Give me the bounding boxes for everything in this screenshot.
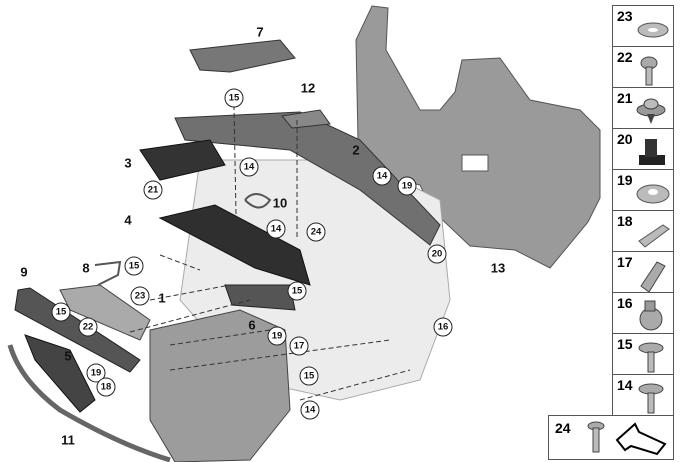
part-1-lower-panel bbox=[149, 309, 291, 462]
part-11-strip bbox=[7, 344, 171, 462]
screw-icon bbox=[587, 421, 605, 453]
circled-callout: 19 bbox=[267, 326, 287, 346]
callout-3: 3 bbox=[124, 155, 132, 171]
legend-number: 15 bbox=[617, 336, 633, 352]
callout-9: 9 bbox=[20, 264, 28, 280]
legend-box-21: 21 bbox=[612, 87, 674, 129]
legend-box-16: 16 bbox=[612, 292, 674, 334]
part-6 bbox=[224, 284, 296, 311]
part-4 bbox=[158, 204, 311, 286]
legend-number: 18 bbox=[617, 213, 633, 229]
circled-callout: 15 bbox=[51, 302, 71, 322]
legend-box-15: 15 bbox=[612, 333, 674, 375]
callout-10: 10 bbox=[272, 195, 288, 211]
circled-callout: 15 bbox=[224, 88, 244, 108]
legend-number: 19 bbox=[617, 172, 633, 188]
part-3 bbox=[139, 139, 226, 181]
circled-callout: 21 bbox=[143, 180, 163, 200]
callout-1: 1 bbox=[158, 290, 166, 306]
legend-box-14: 14 bbox=[612, 374, 674, 416]
circled-callout: 15 bbox=[299, 366, 319, 386]
legend-number: 24 bbox=[555, 420, 571, 436]
self-tapping-screw-icon bbox=[638, 342, 664, 373]
lock-washer-icon bbox=[636, 184, 670, 204]
circled-callout: 16 bbox=[433, 317, 453, 337]
legend-box-24: 24 bbox=[548, 415, 674, 460]
callout-11: 11 bbox=[61, 432, 75, 448]
legend-box-17: 17 bbox=[612, 251, 674, 293]
clip-nut-icon bbox=[639, 139, 665, 165]
part-10-cable bbox=[244, 193, 272, 209]
callout-13: 13 bbox=[490, 260, 506, 276]
legend-number: 14 bbox=[617, 377, 633, 393]
callout-4: 4 bbox=[124, 212, 132, 228]
legend-number: 21 bbox=[617, 90, 633, 106]
clamp-icon bbox=[638, 224, 670, 248]
expanding-rivet-icon bbox=[636, 98, 666, 124]
screw-icon bbox=[640, 56, 658, 86]
legend-number: 16 bbox=[617, 295, 633, 311]
callout-12: 12 bbox=[300, 80, 316, 96]
circled-callout: 19 bbox=[397, 176, 417, 196]
circled-callout: 14 bbox=[266, 219, 286, 239]
circled-callout: 23 bbox=[130, 286, 150, 306]
direction-arrow-icon bbox=[615, 422, 667, 456]
circled-callout: 17 bbox=[289, 336, 309, 356]
part-5-grille bbox=[24, 334, 96, 413]
callout-8: 8 bbox=[82, 260, 90, 276]
circled-callout: 20 bbox=[427, 244, 447, 264]
legend-number: 20 bbox=[617, 131, 633, 147]
legend-number: 23 bbox=[617, 8, 633, 24]
legend-box-19: 19 bbox=[612, 169, 674, 211]
circled-callout: 15 bbox=[287, 281, 307, 301]
circled-callout: 15 bbox=[124, 256, 144, 276]
part-8 bbox=[94, 260, 122, 286]
callout-2: 2 bbox=[352, 142, 360, 158]
legend-number: 22 bbox=[617, 49, 633, 65]
spring-nut-icon bbox=[640, 261, 666, 293]
callout-5: 5 bbox=[64, 348, 72, 364]
circled-callout: 14 bbox=[372, 166, 392, 186]
clip-icon bbox=[639, 300, 663, 331]
part-9 bbox=[14, 287, 141, 373]
part-12 bbox=[281, 109, 331, 129]
circled-callout: 24 bbox=[306, 222, 326, 242]
circled-callout: 14 bbox=[239, 157, 259, 177]
washer-icon bbox=[637, 22, 669, 38]
circled-callout: 14 bbox=[300, 400, 320, 420]
callout-6: 6 bbox=[248, 317, 256, 333]
legend-box-23: 23 bbox=[612, 5, 674, 47]
self-tapping-screw-icon bbox=[638, 383, 664, 414]
part-7 bbox=[189, 39, 296, 73]
circled-callout: 22 bbox=[78, 317, 98, 337]
legend-box-20: 20 bbox=[612, 128, 674, 170]
legend-box-22: 22 bbox=[612, 46, 674, 88]
circled-callout: 18 bbox=[96, 377, 116, 397]
legend-box-18: 18 bbox=[612, 210, 674, 252]
callout-7: 7 bbox=[256, 24, 264, 40]
legend-number: 17 bbox=[617, 254, 633, 270]
